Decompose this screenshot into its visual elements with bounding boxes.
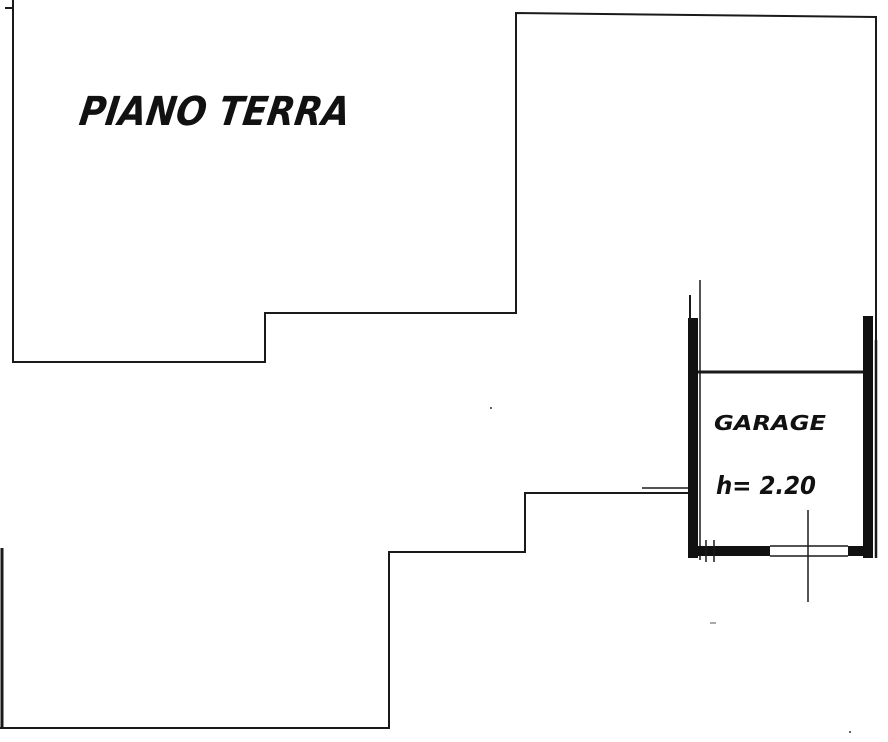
speck [490, 407, 492, 409]
garage-room-label: GARAGE [714, 411, 826, 435]
floor-label: PIANO TERRA [77, 89, 353, 135]
upper-building-outline [12, 0, 877, 363]
garage-bottom-wall-left [698, 546, 770, 556]
garage-left-wall [688, 318, 698, 558]
garage-bottom-wall-right [848, 546, 866, 556]
garage-right-wall [863, 316, 873, 558]
speck [849, 731, 851, 733]
lower-building-outline [0, 492, 688, 729]
garage-height-label: h= 2.20 [716, 471, 816, 500]
